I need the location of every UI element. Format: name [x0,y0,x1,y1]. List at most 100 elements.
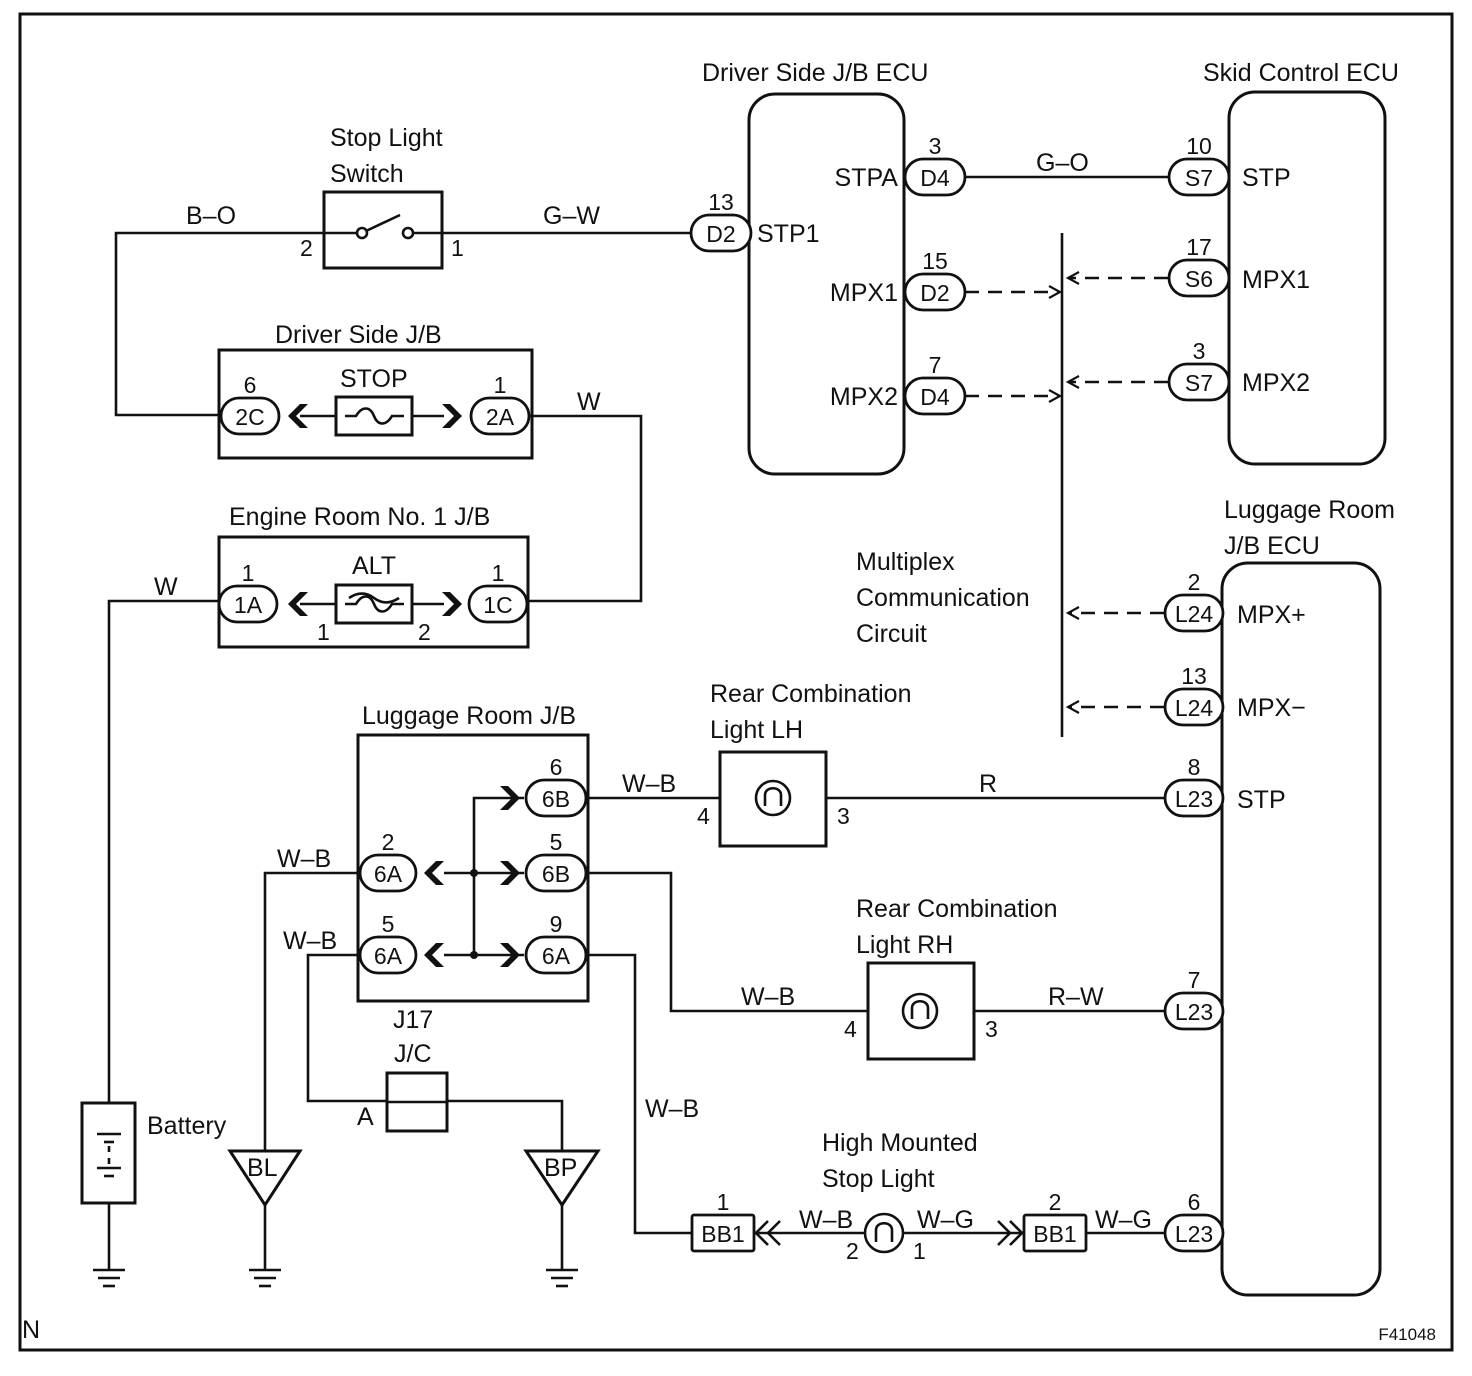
connector-body [1163,991,1225,1031]
terminal-skid-mpx2: MPX2 [1242,369,1310,397]
wire-w2: W [154,573,178,601]
connector-pin-number: 2 [1188,569,1201,595]
engine-room-jb: Engine Room No. 1 J/B ALT [217,503,530,649]
connector-ecu-d4-stpa: D43 [903,133,967,197]
connector-pin-number: 3 [929,133,942,159]
connector-body [469,396,531,436]
wire-wb-6a2: W–B [277,845,331,873]
battery: Battery [80,1101,227,1205]
wire-wb-bulb: W–B [799,1206,853,1234]
pin-lh-3: 3 [837,803,850,829]
pin-alt-1: 1 [317,619,330,645]
terminal-labels: STPA STP1 MPX1 MPX2 STP MPX1 MPX2 MPX+ M… [757,164,1310,814]
jc-label: J/C [394,1040,432,1068]
connector-code: BB1 [1033,1221,1076,1247]
connector-jb-2a: 2A1 [469,372,531,436]
connector-code: 6B [542,861,570,887]
skid-control-ecu: Skid Control ECU [1203,59,1399,466]
driver-side-jb-label: Driver Side J/B [275,321,442,349]
connector-body [1167,362,1231,402]
ground-symbol-battery [93,1203,125,1288]
connector-pin-number: 17 [1186,234,1212,260]
connector-code: S6 [1185,266,1213,292]
connector-code: L24 [1175,601,1214,627]
bb1-plug-arrows [754,1220,1024,1246]
pin-hm-1: 1 [913,1238,926,1264]
connector-pin-number: 1 [242,560,255,586]
wire-wg-bulb: W–G [917,1206,974,1234]
connector-pin-number: 6 [1188,1189,1201,1215]
connector-code: 1A [234,592,263,618]
connector-body [1163,778,1225,818]
connector-lr-6a-9: 6A9 [524,911,588,975]
pin-alt-2: 2 [418,619,431,645]
connector-lr-6a-2: 6A2 [358,829,418,893]
driver-side-jb-ecu: Driver Side J/B ECU [702,59,928,476]
terminal-skid-mpx1: MPX1 [1242,266,1310,294]
luggage-room-jb: Luggage Room J/B J17 [356,702,590,1034]
ground-point-bl: BL [227,1149,303,1208]
ground-symbol-bl [249,1205,281,1288]
wire-wg: W–G [1095,1206,1152,1234]
connector-pin-number: 1 [717,1189,730,1215]
ground-bp-label: BP [544,1154,577,1182]
connector-body [524,778,588,818]
connector-body [690,1213,756,1253]
connector-body [358,935,418,975]
footer-left: N [22,1316,40,1344]
connector-pin-number: 2 [1049,1189,1062,1215]
skid-control-ecu-label: Skid Control ECU [1203,59,1399,87]
wire-color-labels: B–O G–W G–O W W W–B R W–B W–B W–B R–W W–… [154,149,1152,1234]
connector-code: 6A [374,861,403,887]
connector-code: L23 [1175,786,1213,812]
wire-wb-rh: W–B [741,983,795,1011]
connector-pin-number: 6 [550,754,563,780]
junction-connector: J/C A [357,1040,449,1133]
pin-sw-1: 1 [451,235,464,261]
connector-pin-number: 6 [244,372,257,398]
stop-fuse-label: STOP [340,365,408,393]
connector-code: 2C [235,404,264,430]
connector-body [903,376,967,416]
jc-pin-label: A [357,1103,374,1131]
driver-side-jb: Driver Side J/B STOP [217,321,534,460]
footer-right: F41048 [1378,1325,1436,1344]
connector-body [358,853,418,893]
connector-body [1163,1213,1225,1253]
j17-label: J17 [393,1006,433,1034]
connector-code: 2A [486,404,515,430]
wire-wb-6a5: W–B [283,927,337,955]
connector-er-1a: 1A1 [217,560,279,624]
terminal-stpa: STPA [835,164,899,192]
connector-code: D2 [920,280,949,306]
connector-body [903,272,967,312]
engine-room-jb-label: Engine Room No. 1 J/B [229,503,490,531]
connector-body [524,853,588,893]
connector-layer: D213D43D215D47S710S617S732C62A11A11C16B6… [217,133,1231,1253]
connector-code: 6A [374,943,403,969]
connector-jb-2c: 2C6 [219,372,281,436]
connector-code: L23 [1175,1221,1213,1247]
wire-rw: R–W [1048,983,1104,1011]
connector-body [1163,593,1225,633]
pin-lh-4: 4 [697,803,710,829]
connector-ecu-d4-mpx2: D47 [903,352,967,416]
terminal-mpx1: MPX1 [830,279,898,307]
connector-code: S7 [1185,370,1213,396]
connector-pin-number: 1 [492,560,505,586]
ground-point-bp: BP [523,1149,601,1208]
